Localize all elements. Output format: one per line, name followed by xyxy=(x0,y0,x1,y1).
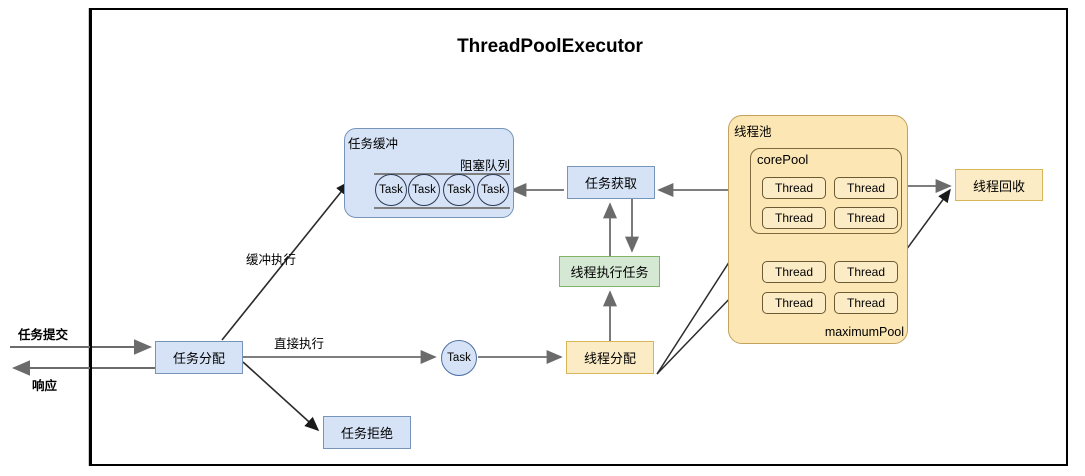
core-thread-1: Thread xyxy=(762,177,826,199)
edge-task-reject xyxy=(242,361,320,432)
label-buffer-execute: 缓冲执行 xyxy=(246,253,297,267)
label-task-submit: 任务提交 xyxy=(18,328,69,342)
queue-bottom-rail xyxy=(374,207,510,209)
label-direct-execute: 直接执行 xyxy=(274,337,325,351)
queue-task-4: Task xyxy=(477,174,509,206)
max-thread-4: Thread xyxy=(834,292,898,314)
page-title: ThreadPoolExecutor xyxy=(457,36,643,57)
queue-task-1: Task xyxy=(375,174,407,206)
queue-task-2: Task xyxy=(408,174,440,206)
core-thread-4: Thread xyxy=(834,207,898,229)
label-response: 响应 xyxy=(32,379,58,393)
node-task-dispatch[interactable]: 任务分配 xyxy=(155,341,243,374)
core-pool-container xyxy=(750,148,902,234)
blocking-queue-label: 阻塞队列 xyxy=(459,158,510,173)
max-thread-3: Thread xyxy=(762,292,826,314)
maximum-pool-label: maximumPool xyxy=(824,325,904,339)
node-standalone-task: Task xyxy=(441,340,477,376)
max-thread-2: Thread xyxy=(834,261,898,283)
queue-task-3: Task xyxy=(443,174,475,206)
task-buffer-label: 任务缓冲 xyxy=(348,136,399,151)
core-pool-label: corePool xyxy=(757,151,809,167)
queue-top-rail xyxy=(374,173,510,175)
node-thread-execute-task[interactable]: 线程执行任务 xyxy=(559,256,660,287)
node-task-reject[interactable]: 任务拒绝 xyxy=(323,416,411,449)
edge-buffer-execute xyxy=(221,180,351,341)
thread-pool-label: 线程池 xyxy=(734,124,772,139)
max-thread-1: Thread xyxy=(762,261,826,283)
diagram-frame xyxy=(90,8,1068,466)
node-task-fetch[interactable]: 任务获取 xyxy=(567,166,655,199)
node-thread-recycle[interactable]: 线程回收 xyxy=(955,169,1043,201)
node-thread-alloc[interactable]: 线程分配 xyxy=(566,341,654,374)
core-thread-2: Thread xyxy=(834,177,898,199)
core-thread-3: Thread xyxy=(762,207,826,229)
